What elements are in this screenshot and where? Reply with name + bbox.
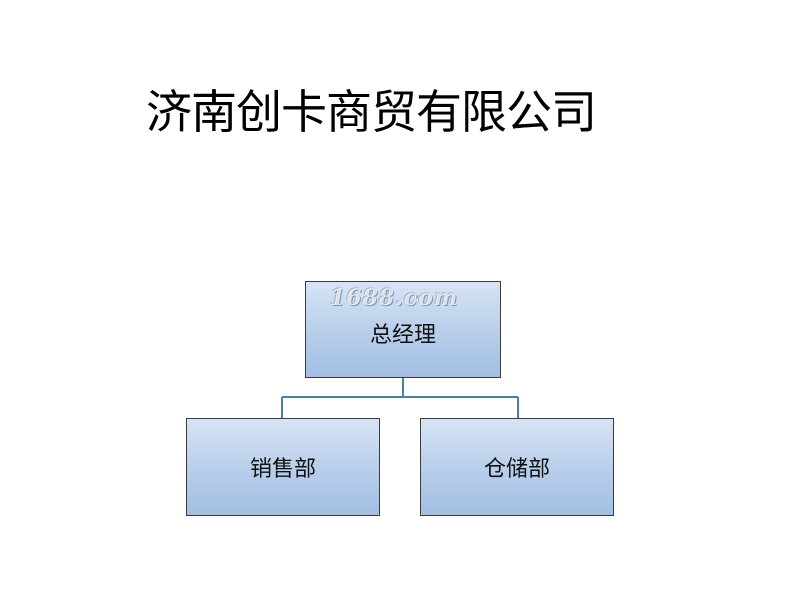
org-node-label: 销售部 xyxy=(249,457,316,482)
watermark-logo: 1688.com xyxy=(330,285,459,311)
org-node-general-manager: 总经理 xyxy=(305,281,501,378)
org-node-warehouse-dept: 仓储部 xyxy=(420,418,614,516)
org-node-label: 仓储部 xyxy=(483,457,550,482)
page-title: 济南创卡商贸有限公司 xyxy=(146,85,597,139)
org-node-sales-dept: 销售部 xyxy=(186,418,380,516)
org-node-label: 总经理 xyxy=(369,323,436,348)
